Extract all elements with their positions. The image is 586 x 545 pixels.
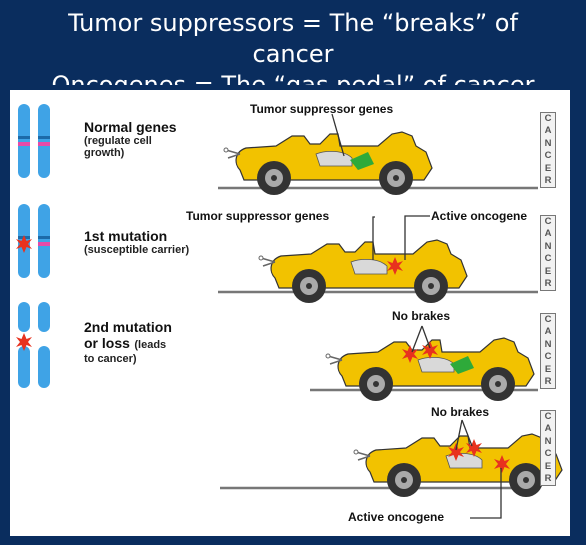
chromosome-pair-normal — [18, 104, 50, 178]
diagram-panel: Normal genes (regulate cell growth) 1st … — [10, 90, 570, 536]
title-line-1: Tumor suppressors = The “breaks” of — [68, 9, 518, 37]
race-car-first-mutation — [258, 239, 468, 304]
race-car-normal — [223, 131, 433, 196]
callout-active-oncogene: Active oncogene — [431, 209, 528, 223]
diagram-graphics — [16, 104, 563, 519]
stage-label-normal: Normal genes (regulate cell growth) — [84, 119, 177, 160]
callout-tumor-suppressor-genes: Tumor suppressor genes — [250, 102, 394, 116]
stage-label-second-mutation: 2nd mutation or loss (leads to cancer) — [84, 319, 172, 366]
callout-active-oncogene: Active oncogene — [348, 510, 445, 524]
race-car-second-mutation — [325, 337, 535, 402]
callout-no-brakes: No brakes — [431, 405, 490, 419]
slide-title: Tumor suppressors = The “breaks” of canc… — [0, 8, 586, 85]
chromosome-pair-first-mutation — [16, 204, 50, 278]
title-line-3: Oncogenes = The “gas pedal” of cancer — [51, 71, 535, 85]
title-line-2: cancer — [252, 40, 334, 68]
callout-tumor-suppressor-genes: Tumor suppressor genes — [186, 209, 330, 223]
stage-label-first-mutation: 1st mutation (susceptible carrier) — [84, 228, 190, 257]
chromosome-pair-second-mutation — [16, 302, 50, 388]
callout-no-brakes: No brakes — [392, 309, 451, 323]
